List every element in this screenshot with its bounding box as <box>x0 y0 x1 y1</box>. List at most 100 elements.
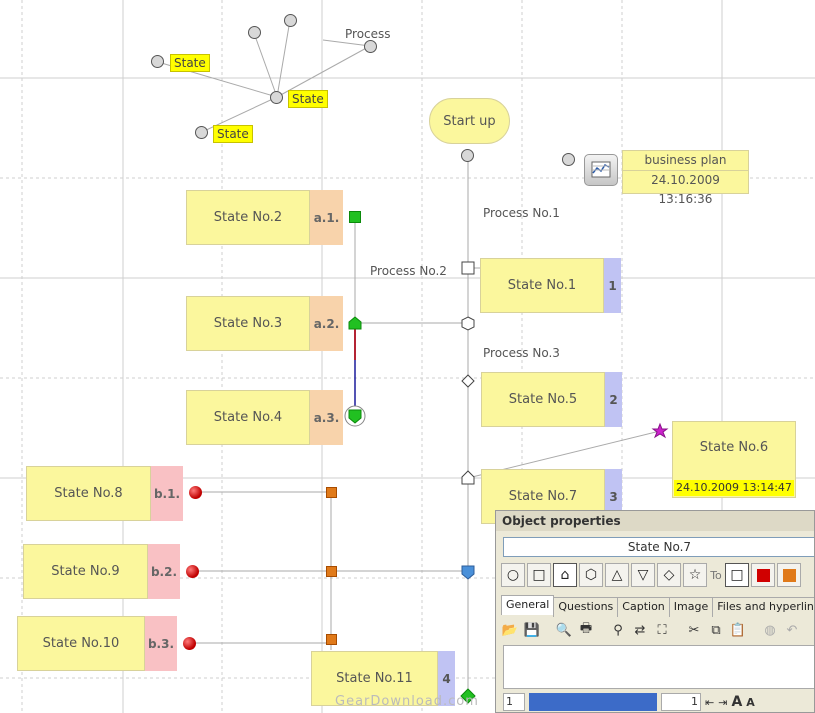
process-node[interactable] <box>284 14 297 27</box>
open-folder-icon[interactable]: 📂 <box>501 622 519 638</box>
tab-caption[interactable]: Caption <box>617 597 670 617</box>
process-2-label: Process No.2 <box>370 264 447 278</box>
indent-icon[interactable]: ⇤ <box>705 695 715 709</box>
undo-icon[interactable]: ↶ <box>786 622 798 638</box>
house-node[interactable] <box>461 470 475 485</box>
circle-shape-icon[interactable]: ○ <box>501 563 525 587</box>
replace-icon[interactable]: ⇄ <box>634 622 646 638</box>
position-field[interactable]: 1 <box>661 693 701 711</box>
state-3[interactable]: State No.3 <box>186 296 310 351</box>
process-node[interactable] <box>151 55 164 68</box>
state-4[interactable]: State No.4 <box>186 390 310 445</box>
text-editor-area[interactable] <box>503 645 814 689</box>
state-8[interactable]: State No.8 <box>26 466 151 521</box>
hexagon-shape-icon[interactable]: ⬡ <box>579 563 603 587</box>
square-shape-icon[interactable]: □ <box>527 563 551 587</box>
state-5-tag: 2 <box>605 372 622 427</box>
partial-label: To <box>710 568 722 582</box>
square-node[interactable] <box>461 261 475 275</box>
state-label[interactable]: State <box>288 90 328 108</box>
hexagon-node[interactable] <box>461 316 475 331</box>
outdent-icon[interactable]: ⇥ <box>718 695 728 709</box>
save-icon[interactable]: 💾 <box>523 622 541 638</box>
start-node[interactable]: Start up <box>429 98 510 144</box>
orange-square-node[interactable] <box>326 566 337 577</box>
diamond-shape-icon[interactable]: ◇ <box>657 563 681 587</box>
red-dot-node[interactable] <box>186 565 199 578</box>
state-9[interactable]: State No.9 <box>23 544 148 599</box>
process-3-label: Process No.3 <box>483 346 560 360</box>
green-house-node[interactable] <box>348 316 362 330</box>
star-shape-icon[interactable]: ☆ <box>683 563 707 587</box>
orange-square-node[interactable] <box>326 487 337 498</box>
state-10-tag: b.3. <box>145 616 177 671</box>
state-9-tag: b.2. <box>148 544 180 599</box>
editor-statusbar: 1 1 ⇤ ⇥ A A <box>503 691 814 712</box>
triangle-shape-icon[interactable]: △ <box>605 563 629 587</box>
business-plan-title: business plan <box>644 153 727 167</box>
shield-node[interactable] <box>461 565 475 580</box>
select-all-icon[interactable]: ⛶ <box>657 622 667 638</box>
state-label[interactable]: State <box>213 125 253 143</box>
copy-icon[interactable]: ⧉ <box>711 622 721 638</box>
line-number-field[interactable]: 1 <box>503 693 525 711</box>
state-4-tag: a.3. <box>310 390 343 445</box>
tab-general[interactable]: General <box>501 595 555 615</box>
start-connector[interactable] <box>461 149 474 162</box>
paste-icon[interactable]: 📋 <box>729 622 747 638</box>
state-5[interactable]: State No.5 <box>481 372 605 427</box>
font-shrink-icon[interactable]: A <box>746 695 755 709</box>
process-node[interactable] <box>364 40 377 53</box>
red-dot-node[interactable] <box>183 637 196 650</box>
state-1-tag: 1 <box>604 258 621 313</box>
process-node[interactable] <box>248 26 261 39</box>
red-color-icon[interactable] <box>751 563 775 587</box>
business-plan-note[interactable]: business plan 24.10.2009 13:16:36 <box>622 150 749 206</box>
red-dot-node[interactable] <box>189 486 202 499</box>
state-11[interactable]: State No.11 <box>311 651 438 706</box>
orange-square-node[interactable] <box>326 634 337 645</box>
state-10[interactable]: State No.10 <box>17 616 145 671</box>
font-grow-icon[interactable]: A <box>731 694 743 710</box>
diamond-node[interactable] <box>461 374 475 388</box>
process-node[interactable] <box>195 126 208 139</box>
shape-toolbar: ○ □ ⌂ ⬡ △ ▽ ◇ ☆ To □ <box>501 563 801 589</box>
star-node[interactable] <box>651 422 669 439</box>
green-shield-node[interactable] <box>348 409 362 424</box>
tab-questions[interactable]: Questions <box>553 597 619 617</box>
shield-shape-icon[interactable]: ▽ <box>631 563 655 587</box>
green-diamond-node[interactable] <box>460 688 476 704</box>
print-icon[interactable]: 🖶 <box>579 621 593 636</box>
object-properties-panel[interactable]: Object properties State No.7 ○ □ ⌂ ⬡ △ ▽… <box>495 510 815 713</box>
state-6[interactable]: State No.6 24.10.2009 13:14:47 <box>672 421 796 498</box>
panel-title: Object properties <box>496 511 814 531</box>
find-icon[interactable]: ⚲ <box>613 622 623 638</box>
state-6-date: 24.10.2009 13:14:47 <box>674 480 794 496</box>
state-label[interactable]: State <box>170 54 210 72</box>
state-3-tag: a.2. <box>310 296 343 351</box>
properties-tabs: General Questions Caption Image Files an… <box>501 595 814 617</box>
state-2[interactable]: State No.2 <box>186 190 310 245</box>
house-shape-icon[interactable]: ⌂ <box>553 563 577 587</box>
tab-files-hyperlinks[interactable]: Files and hyperlinks <box>712 597 814 617</box>
orange-color-icon[interactable] <box>777 563 801 587</box>
chart-icon[interactable] <box>584 154 618 186</box>
cut-icon[interactable]: ✂ <box>688 622 700 638</box>
no-fill-icon[interactable]: □ <box>725 563 749 587</box>
business-plan-connector[interactable] <box>562 153 575 166</box>
tab-image[interactable]: Image <box>668 597 714 617</box>
globe-icon[interactable]: ◍ <box>764 622 776 638</box>
editor-toolbar: 📂 💾 🔍 🖶 ⚲ ⇄ ⛶ ✂ ⧉ 📋 ◍ ↶ <box>501 621 801 639</box>
state-8-tag: b.1. <box>151 466 183 521</box>
process-node[interactable] <box>270 91 283 104</box>
business-plan-date: 24.10.2009 13:16:36 <box>623 170 748 209</box>
style-selector[interactable] <box>529 693 657 711</box>
state-6-name: State No.6 <box>699 440 769 455</box>
green-square-node[interactable] <box>349 211 361 223</box>
print-preview-icon[interactable]: 🔍 <box>555 622 573 638</box>
process-1-label: Process No.1 <box>483 206 560 220</box>
state-2-tag: a.1. <box>310 190 343 245</box>
state-11-tag: 4 <box>438 651 455 706</box>
state-1[interactable]: State No.1 <box>480 258 604 313</box>
object-name-field[interactable]: State No.7 <box>503 537 814 557</box>
